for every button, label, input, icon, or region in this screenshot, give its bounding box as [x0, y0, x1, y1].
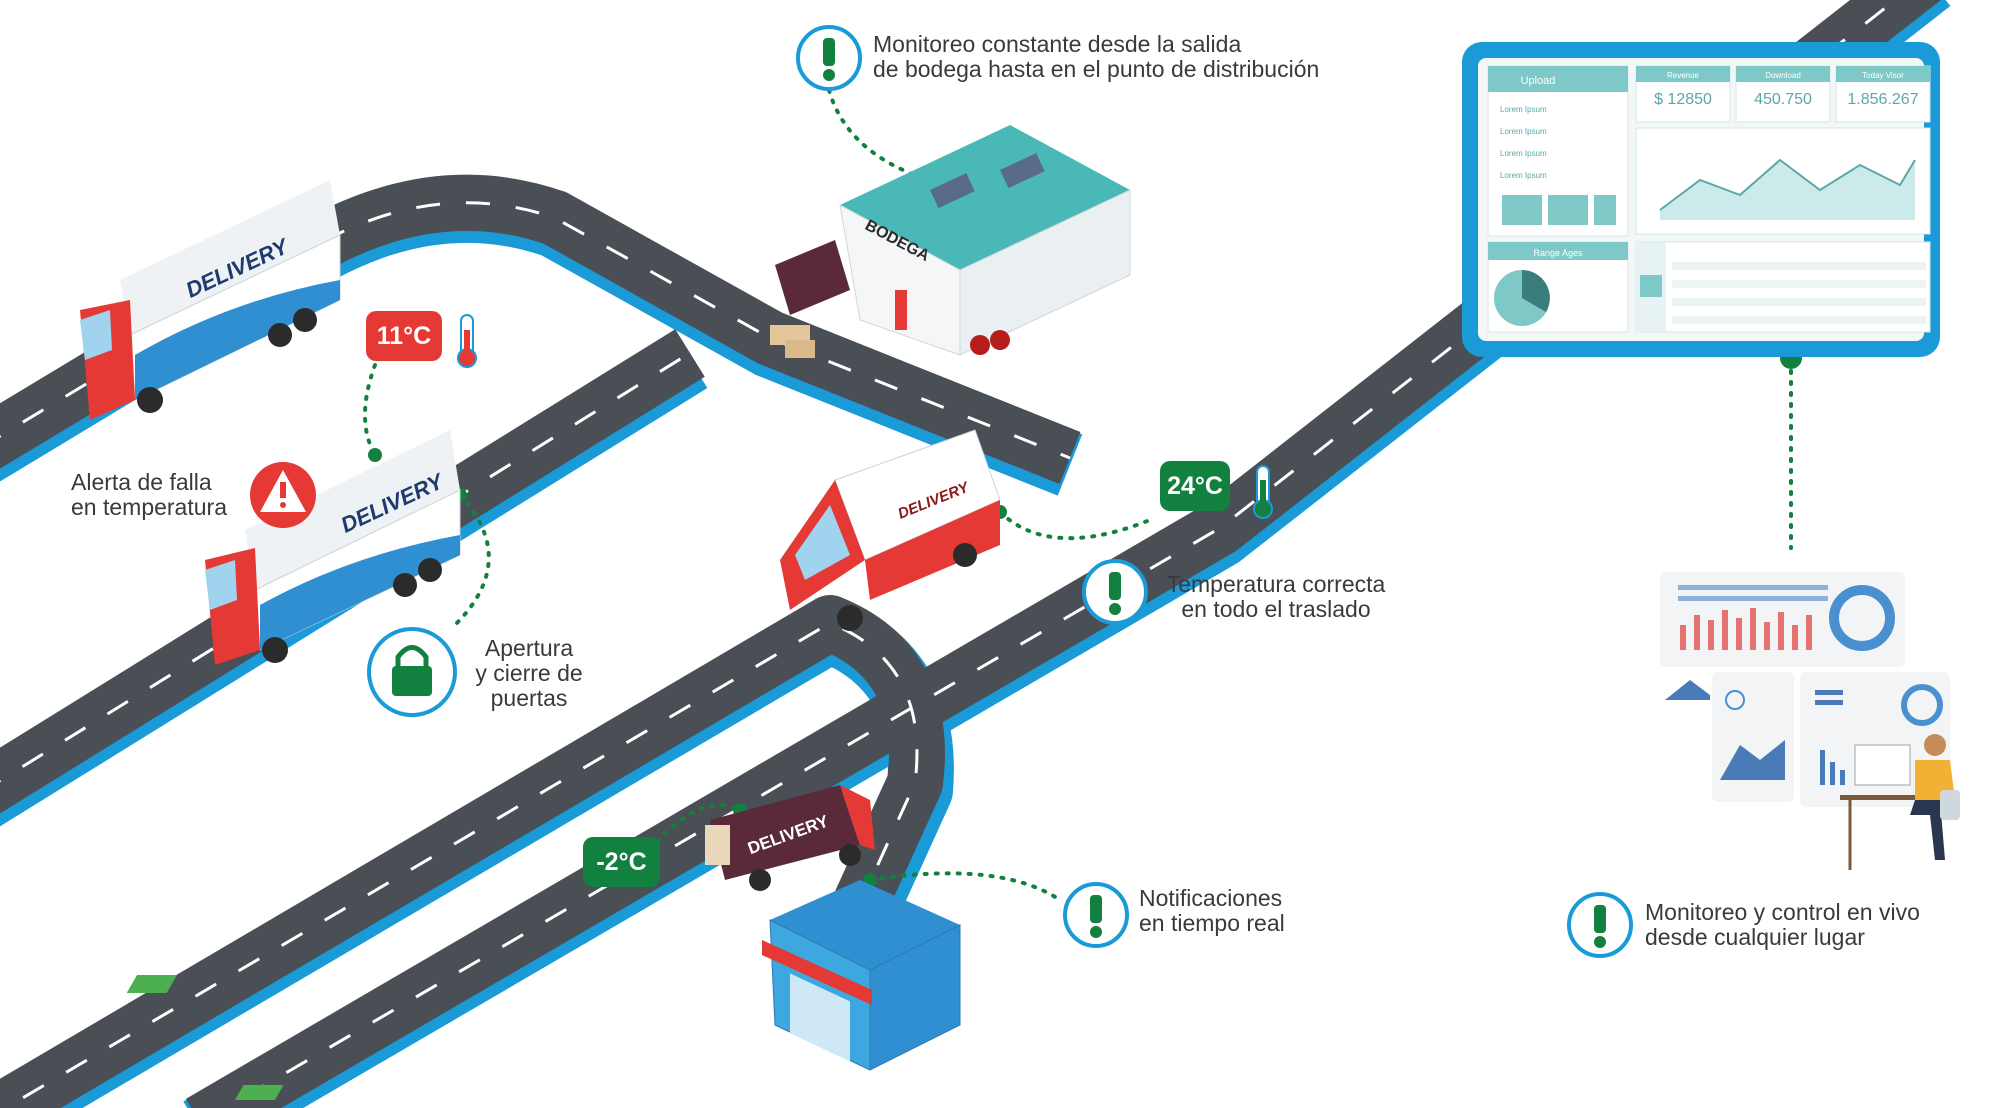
- today-value: 1.856.267: [1847, 91, 1918, 108]
- list-item: Lorem Ipsum: [1500, 171, 1547, 180]
- revenue-value: $ 12850: [1654, 91, 1712, 108]
- alert-icon: [1063, 882, 1129, 948]
- download-label: Download: [1765, 71, 1801, 80]
- delivery-van: DELIVERY: [780, 429, 1001, 631]
- callout-line: Alerta de falla: [71, 469, 212, 495]
- callout-line: desde cualquier lugar: [1645, 924, 1865, 950]
- callout-line: en todo el traslado: [1181, 596, 1371, 622]
- store: [126, 880, 961, 1100]
- temperature-badge-small-truck: -2°C: [583, 837, 660, 887]
- callout-line: y cierre de: [475, 660, 583, 686]
- delivery-truck-top: DELIVERY: [80, 180, 341, 420]
- warning-icon: [250, 462, 316, 528]
- callout-line: Apertura: [484, 635, 574, 661]
- callout-line: Notificaciones: [1139, 885, 1283, 911]
- analyst-illustration: [1660, 572, 1960, 870]
- thermometer-icon: [1253, 465, 1273, 519]
- warehouse-monitoring-text: Monitoreo constante desde la salida de b…: [873, 32, 1319, 82]
- alert-icon: [1082, 559, 1148, 625]
- upload-label: Upload: [1521, 75, 1556, 87]
- callout-line: en tiempo real: [1139, 910, 1285, 936]
- realtime-notifications-text: Notificaciones en tiempo real: [1139, 886, 1285, 936]
- warehouse: BODEGA: [770, 125, 1131, 358]
- callout-line: Temperatura correcta: [1166, 571, 1386, 597]
- callout-line: Monitoreo constante desde la salida: [873, 31, 1242, 57]
- callout-line: Monitoreo y control en vivo: [1645, 899, 1920, 925]
- callout-line: en temperatura: [71, 494, 227, 520]
- callout-line: puertas: [490, 685, 568, 711]
- temperature-badge-alert: 11°C: [366, 311, 442, 361]
- range-ages-label: Range Ages: [1533, 248, 1583, 258]
- thermometer-icon: [457, 314, 477, 368]
- revenue-label: Revenue: [1667, 71, 1700, 80]
- list-item: Lorem Ipsum: [1500, 149, 1547, 158]
- door-opening-text: Apertura y cierre de puertas: [464, 636, 594, 711]
- lock-icon: [367, 627, 457, 717]
- list-item: Lorem Ipsum: [1500, 105, 1547, 114]
- alert-icon: [1567, 892, 1633, 958]
- temperature-badge-van: 24°C: [1160, 461, 1230, 511]
- temperature-alert-text: Alerta de falla en temperatura: [71, 470, 227, 520]
- small-delivery-truck: DELIVERY: [705, 785, 875, 891]
- today-label: Today Visor: [1862, 71, 1904, 80]
- correct-temperature-text: Temperatura correcta en todo el traslado: [1156, 572, 1396, 622]
- list-item: Lorem Ipsum: [1500, 127, 1547, 136]
- callout-line: de bodega hasta en el punto de distribuc…: [873, 56, 1320, 82]
- delivery-truck-middle: DELIVERY: [205, 430, 461, 665]
- dashboard-monitor: Upload Lorem Ipsum Lorem Ipsum Lorem Ips…: [1462, 42, 1940, 357]
- live-monitoring-text: Monitoreo y control en vivo desde cualqu…: [1645, 900, 1920, 950]
- download-value: 450.750: [1754, 91, 1812, 108]
- alert-icon: [796, 25, 862, 91]
